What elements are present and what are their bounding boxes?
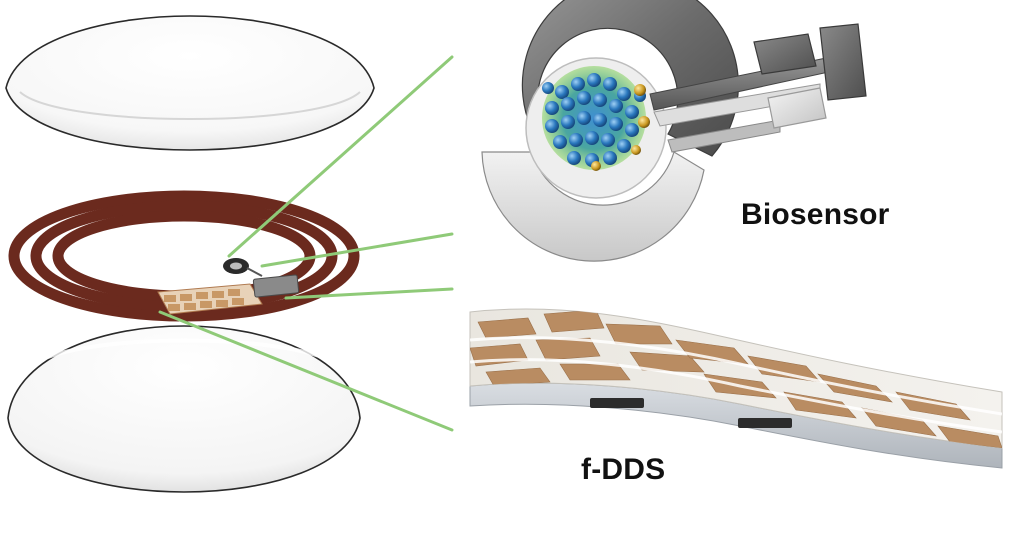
reference-electrode bbox=[481, 151, 705, 262]
coil-chip bbox=[223, 258, 300, 298]
top-lens-layer bbox=[5, 15, 375, 151]
fdds-reservoirs bbox=[590, 398, 792, 428]
connector-line-1 bbox=[227, 55, 454, 258]
connector-line-2 bbox=[260, 232, 454, 268]
coil-ring-1 bbox=[8, 190, 360, 322]
bottom-lens-dome bbox=[7, 325, 361, 493]
biosensor-label: Biosensor bbox=[741, 198, 890, 231]
bottom-lens-highlight bbox=[39, 338, 331, 362]
bottom-lens-layer bbox=[7, 325, 361, 493]
connector-line-4 bbox=[158, 310, 454, 432]
sensing-bead-cluster bbox=[542, 66, 650, 171]
top-lens-dome bbox=[5, 15, 375, 151]
fdds-traces bbox=[470, 336, 1002, 434]
coil-antenna bbox=[8, 190, 360, 322]
fdds-label: f-DDS bbox=[581, 453, 666, 486]
coil-dds-patch bbox=[157, 283, 263, 315]
biosensor-illustration bbox=[481, 0, 867, 262]
fdds-gold-pads bbox=[470, 309, 1002, 448]
top-lens-highlight bbox=[19, 91, 361, 120]
contact-pads bbox=[753, 23, 867, 129]
fdds-illustration bbox=[469, 308, 1003, 469]
connector-lines bbox=[158, 55, 454, 432]
connector-line-3 bbox=[284, 287, 454, 300]
